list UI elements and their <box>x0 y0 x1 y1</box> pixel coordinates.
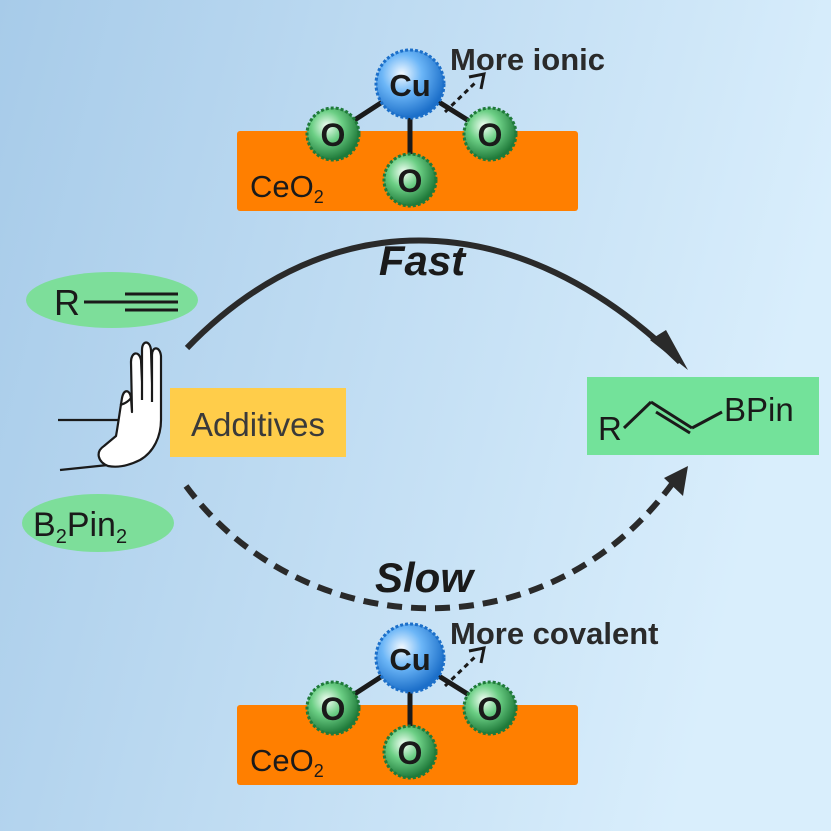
oxygen-atom-center-bottom: O <box>382 724 438 780</box>
product-bond-1 <box>622 400 653 430</box>
diboron-reactant: B2Pin2 <box>22 494 174 552</box>
alkyne-r-label: R <box>54 282 80 323</box>
diboron-label: B2Pin2 <box>33 506 127 548</box>
ionic-arrow-head <box>468 72 486 90</box>
additives-label: Additives <box>191 406 325 443</box>
copper-atom-top: Cu <box>374 48 446 120</box>
oxygen-atom-left-bottom: O <box>305 680 361 736</box>
copper-label: Cu <box>389 68 430 103</box>
oxygen-atom-right-top: O <box>462 106 518 162</box>
product-vinylboronate: R BPin <box>587 377 819 455</box>
product-bond-2 <box>691 410 723 430</box>
more-ionic-label: More ionic <box>450 42 605 77</box>
product-box <box>587 377 819 455</box>
alkyne-pill <box>26 272 198 328</box>
fast-arrow-head <box>650 330 688 370</box>
slow-arrow-head <box>664 466 688 496</box>
copper-atom-bottom: Cu <box>374 622 446 694</box>
top-active-site: O O O Cu CeO2 More ionic <box>237 42 605 211</box>
product-r-label: R <box>598 410 622 447</box>
diboron-pill <box>22 494 174 552</box>
fast-path-arrow <box>184 237 683 365</box>
ionic-arrow <box>443 80 478 114</box>
support-label-top: CeO2 <box>250 169 324 207</box>
covalent-arrow <box>443 654 478 688</box>
oxygen-atom-center-top: O <box>382 152 438 208</box>
oxygen-label: O <box>398 735 423 771</box>
additives-box <box>170 388 346 457</box>
alkyne-reactant: R <box>26 272 198 328</box>
oxygen-label: O <box>321 117 346 153</box>
product-double-bond-2 <box>655 410 691 435</box>
product-double-bond-1 <box>650 400 693 430</box>
raised-hand-icon <box>58 341 163 472</box>
fast-label: Fast <box>379 237 467 284</box>
oxygen-label: O <box>398 163 423 199</box>
oxygen-atom-right-bottom: O <box>462 680 518 736</box>
slow-path-arrow <box>183 478 678 612</box>
slow-label: Slow <box>375 554 475 601</box>
support-label-bottom: CeO2 <box>250 743 324 781</box>
covalent-arrow-head <box>468 646 486 664</box>
bottom-active-site: O O O Cu CeO2 More covalent <box>237 616 658 785</box>
copper-label: Cu <box>389 642 430 677</box>
oxygen-label: O <box>478 117 503 153</box>
product-bpin-label: BPin <box>724 391 794 428</box>
oxygen-atom-left-top: O <box>305 106 361 162</box>
more-covalent-label: More covalent <box>450 616 658 651</box>
oxygen-label: O <box>478 691 503 727</box>
oxygen-label: O <box>321 691 346 727</box>
